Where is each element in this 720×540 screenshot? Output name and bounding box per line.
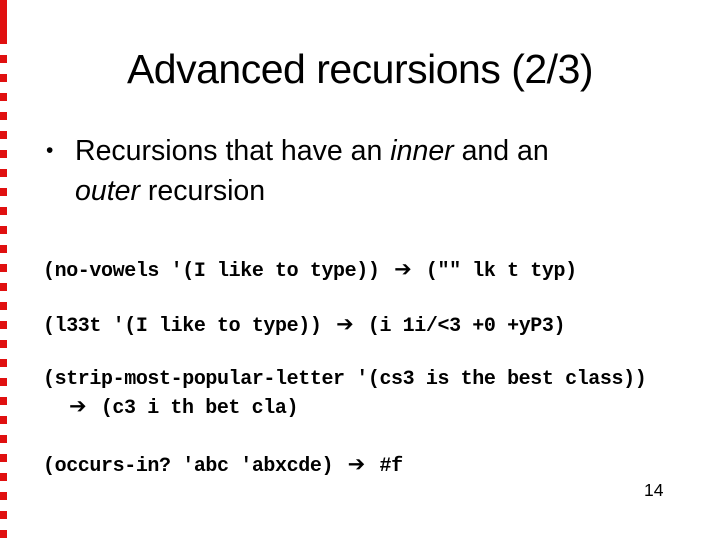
bullet-text-part1: Recursions that have an xyxy=(75,135,391,167)
code-result: ("" lk t typ) xyxy=(425,260,577,283)
code-result: (i 1i/<3 +0 +yP3) xyxy=(367,315,566,338)
right-arrow-icon: ➔ xyxy=(347,452,366,476)
code-result: #f xyxy=(379,455,403,478)
code-example-strip-most-popular-letter: (strip-most-popular-letter '(cs3 is the … xyxy=(43,367,703,422)
code-example-occurs-in: (occurs-in? 'abc 'abxcde) ➔ #f xyxy=(43,451,403,480)
edge-strip-solid-segment xyxy=(0,0,7,36)
code-result: (c3 i th bet cla) xyxy=(100,397,299,420)
bullet-text-italic-outer: outer xyxy=(75,175,140,207)
slide-edge-strip xyxy=(0,0,7,540)
code-call: (l33t '(I like to type)) xyxy=(43,315,322,338)
code-call: (no-vowels '(I like to type)) xyxy=(43,260,380,283)
bullet-text-part2: and an xyxy=(453,135,549,167)
code-example-no-vowels: (no-vowels '(I like to type)) ➔ ("" lk t… xyxy=(43,256,577,285)
bullet-block: • Recursions that have an inner and an o… xyxy=(46,131,646,211)
code-example-l33t: (l33t '(I like to type)) ➔ (i 1i/<3 +0 +… xyxy=(43,311,566,340)
code-call: (strip-most-popular-letter '(cs3 is the … xyxy=(43,368,647,391)
bullet-text-part3: recursion xyxy=(139,175,266,207)
right-arrow-icon: ➔ xyxy=(336,312,354,336)
bullet-text: Recursions that have an inner and an out… xyxy=(75,131,646,211)
right-arrow-icon: ➔ xyxy=(394,257,412,281)
bullet-text-italic-inner: inner xyxy=(390,135,454,167)
bullet-marker: • xyxy=(46,139,54,162)
page-number: 14 xyxy=(644,480,664,500)
right-arrow-icon: ➔ xyxy=(69,394,87,418)
code-call: (occurs-in? 'abc 'abxcde) xyxy=(43,455,334,478)
edge-strip-dashes xyxy=(0,36,7,540)
slide-title: Advanced recursions (2/3) xyxy=(126,46,594,92)
